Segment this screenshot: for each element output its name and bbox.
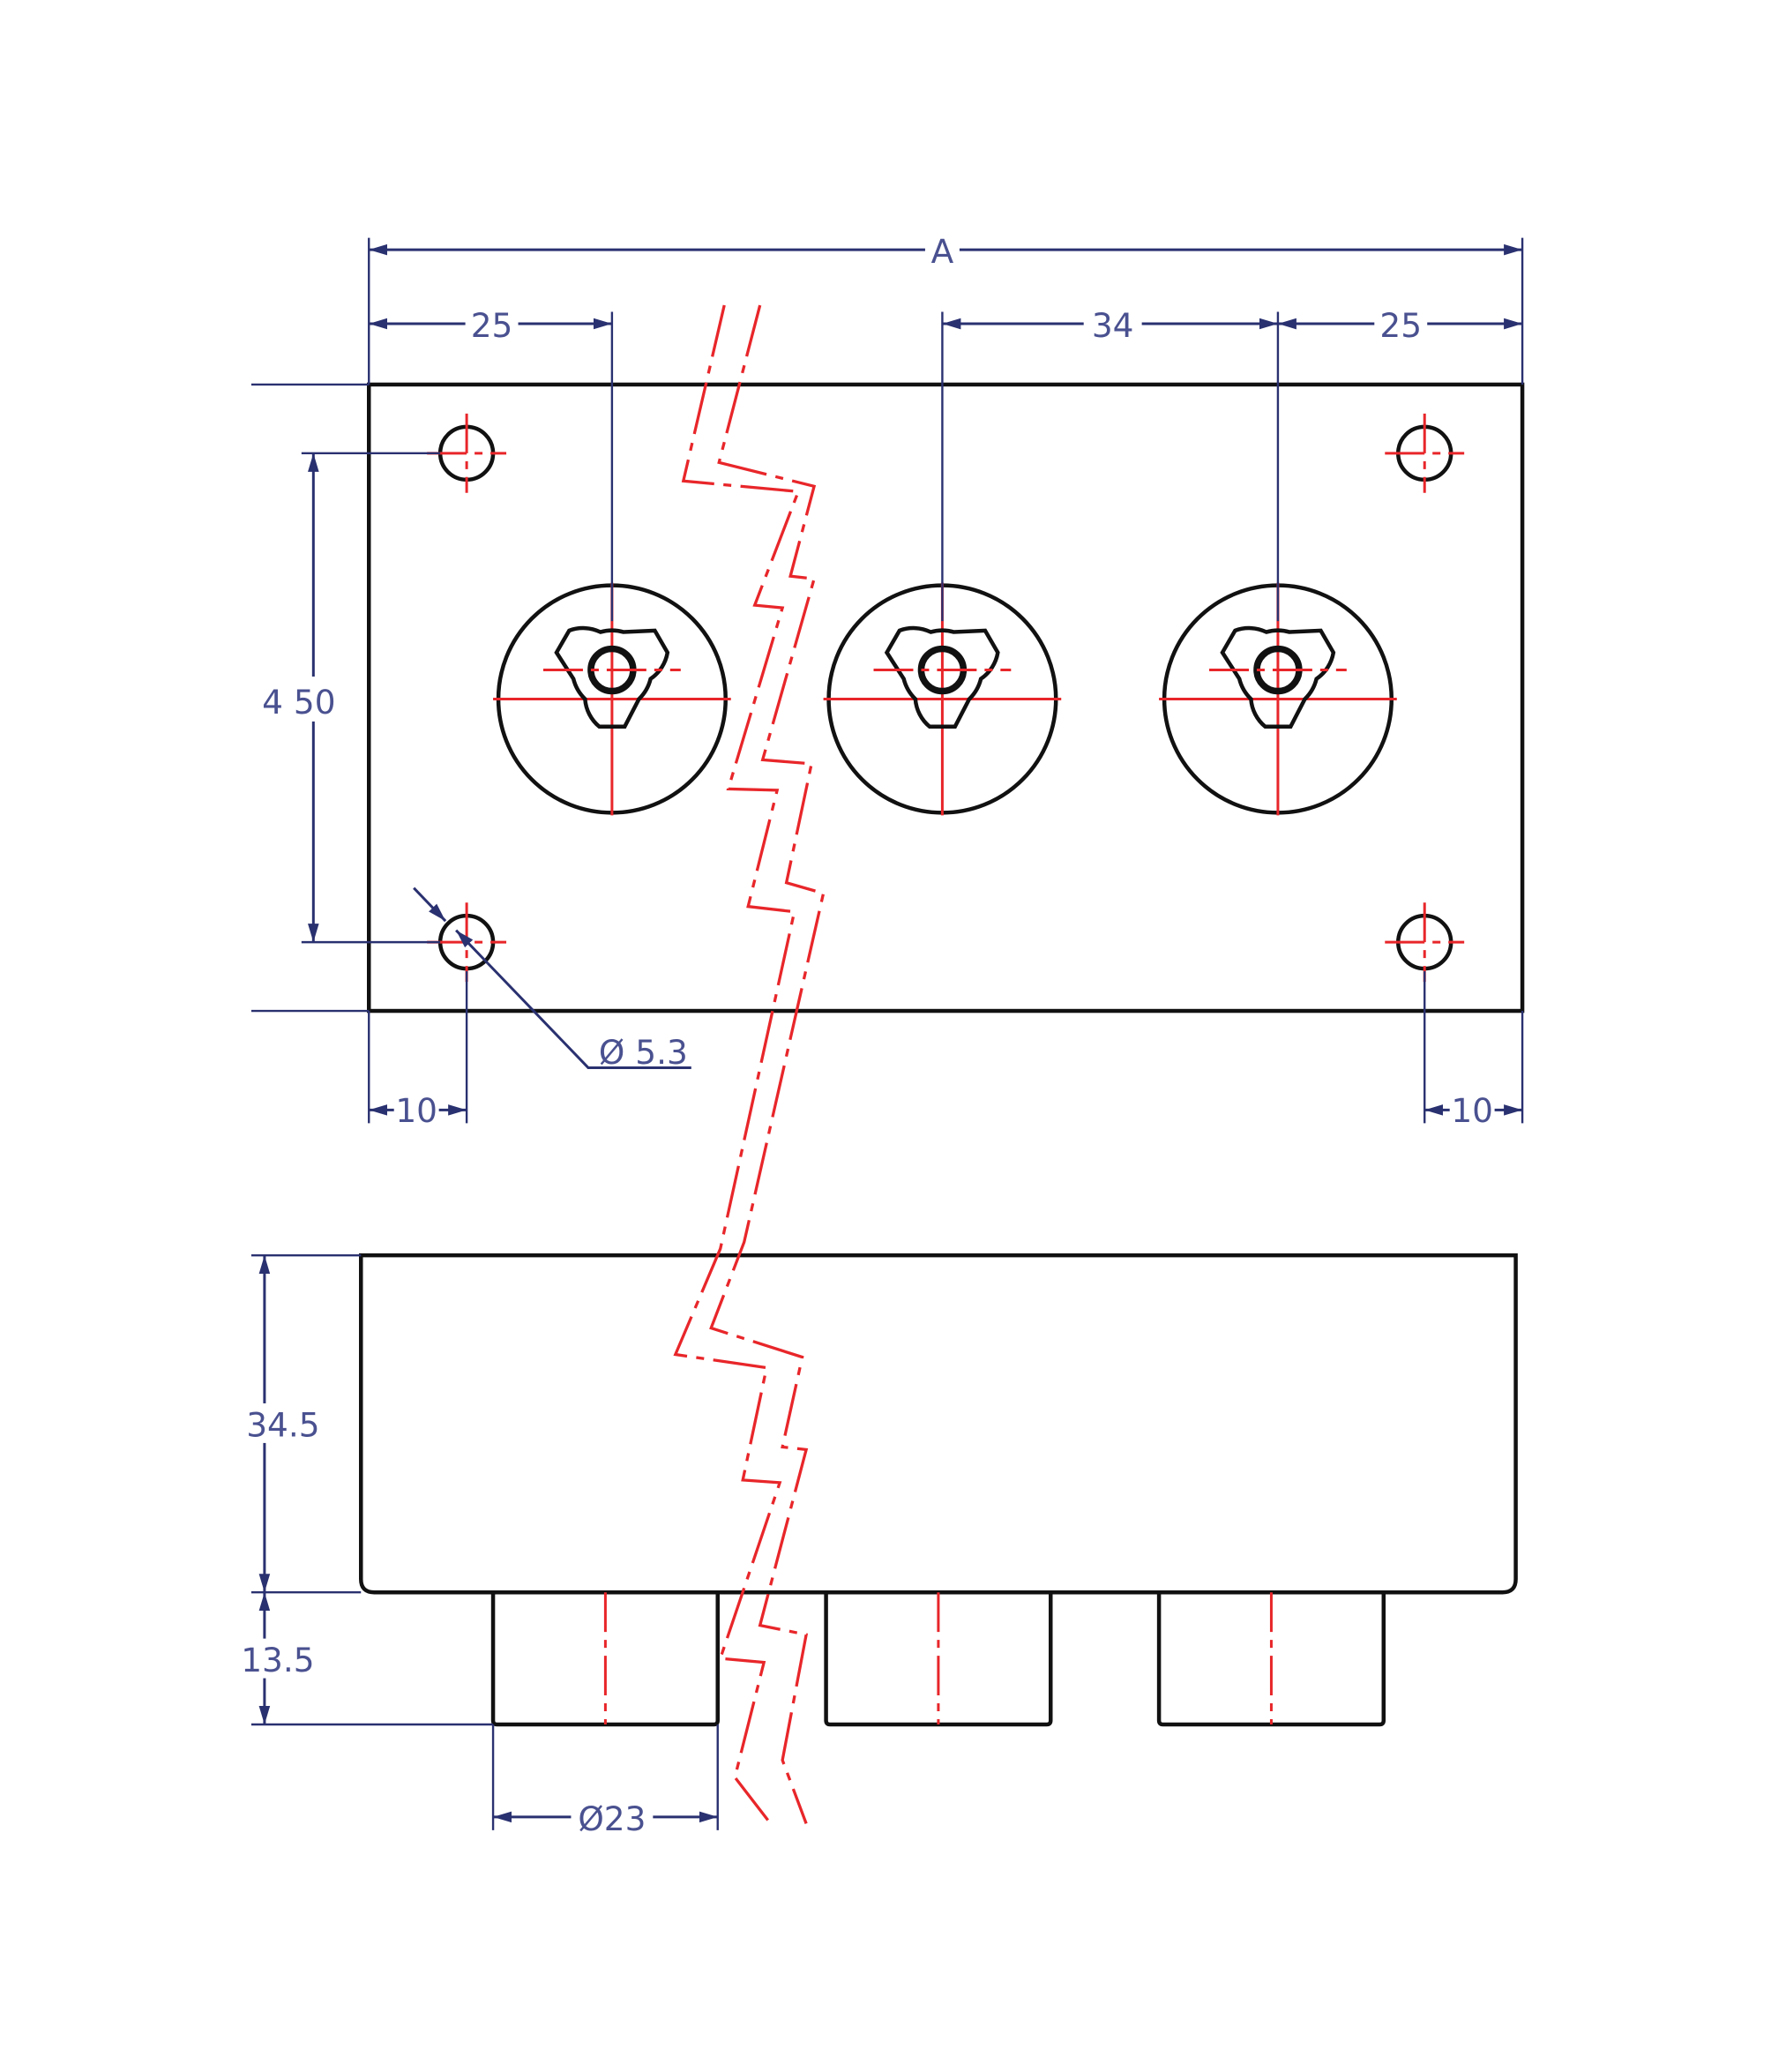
dimension-hole-diameter: Ø 5.3 (413, 886, 691, 1072)
dimension-port-pitch: 34 (941, 306, 1280, 622)
dimension-label-boss-diameter: Ø23 (578, 1799, 646, 1838)
top-view: A 25 34 25 4 50 (244, 232, 1525, 1130)
knob-outline (884, 625, 1000, 729)
dimension-hole-spacing: 4 50 (244, 452, 441, 944)
dimension-label-4x50: 4 50 (262, 683, 335, 722)
dimension-label-34: 34 (1092, 306, 1134, 345)
break-line-right (709, 304, 826, 1824)
dimension-label-25-right: 25 (1379, 306, 1422, 345)
dimension-label-hole-diameter: Ø 5.3 (599, 1033, 688, 1072)
dimension-label-25-left: 25 (471, 306, 513, 345)
front-view: 34.5 13.5 Ø23 (240, 1253, 1518, 1838)
mounting-hole (1385, 902, 1465, 983)
dimension-label-13-5: 13.5 (241, 1641, 314, 1679)
dimension-right-hole-offset: 10 (1424, 971, 1524, 1130)
mounting-hole (1385, 413, 1465, 493)
port-boss (490, 1592, 720, 1727)
dimension-port-to-right-edge: 25 (1277, 306, 1523, 345)
dimension-label-a: A (931, 232, 954, 271)
port-boss (1156, 1592, 1386, 1727)
break-line-left (673, 304, 801, 1825)
port-bosses (490, 1592, 1386, 1727)
dimension-label-10-left: 10 (395, 1091, 437, 1130)
dimension-boss-diameter: Ø23 (491, 1724, 719, 1838)
dimension-label-34-5: 34.5 (246, 1405, 319, 1444)
front-view-body-outline (359, 1253, 1518, 1595)
dimension-overall-length: A (368, 232, 1524, 385)
dimension-boss-height: 13.5 (240, 1592, 494, 1726)
dimension-body-height: 34.5 (243, 1253, 362, 1594)
knob-outline (554, 625, 670, 729)
knob-outline (1220, 625, 1336, 729)
port-boss (824, 1592, 1053, 1727)
break-lines (673, 304, 826, 1825)
dimension-left-hole-offset: 10 (368, 971, 468, 1130)
ports (493, 582, 1397, 816)
dimension-label-10-right: 10 (1451, 1091, 1493, 1130)
dimension-left-edge-to-port: 25 (369, 306, 614, 622)
top-view-body-outline (367, 382, 1525, 1014)
